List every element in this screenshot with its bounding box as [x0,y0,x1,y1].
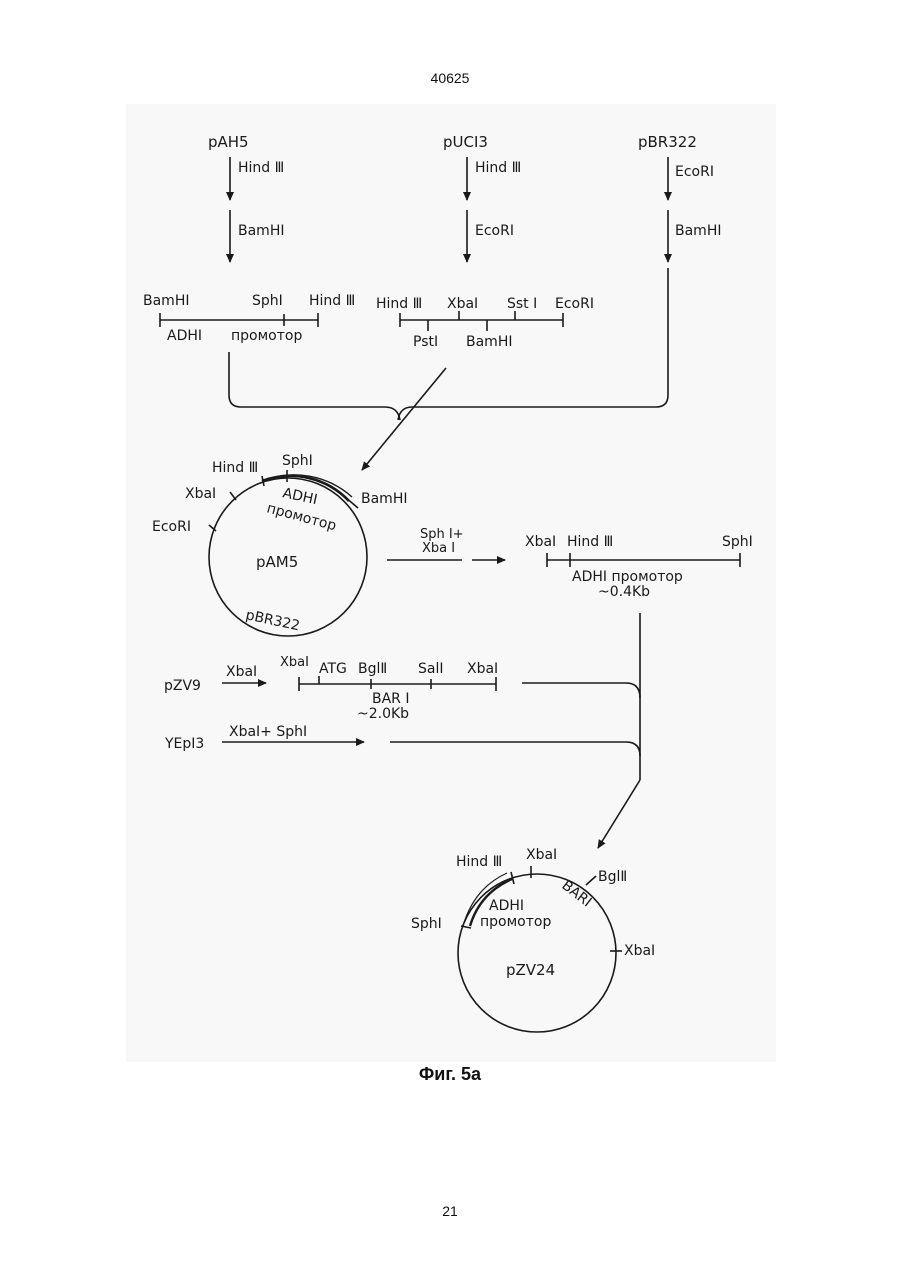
pzv9-site-xbai-1: XbaI [280,655,309,670]
pzv9-site-xbai-2: XbaI [467,661,498,677]
adh-frag-site-sphi: SphI [252,293,283,309]
pzv24-site-xbai: XbaI [526,847,557,863]
puc-frag-site-hindiii: Hind Ⅲ [376,296,422,312]
adh-frag-adh-label: ADHI [167,328,202,344]
pam5-site-ecori: EcoRI [152,519,191,535]
pbr322-enzyme-2: BamHI [675,223,721,239]
adh-frag-promoter-label: промотор [231,328,302,344]
yep13-label: YEpI3 [164,736,204,752]
pam5-site-hindiii: Hind Ⅲ [212,460,258,476]
pam5-tick-bam [345,497,358,508]
pzv9-site-bglii: BglⅡ [358,661,387,677]
pzv24-name: pZV24 [506,961,555,979]
pah5-label: pAH5 [208,133,249,151]
puc-frag-site-xbai: XbaI [447,296,478,312]
pzv24-tick-bgl [586,876,596,885]
adh2-site-xbai: XbaI [525,534,556,550]
adh2-site-sphi: SphI [722,534,753,550]
pzv24-site-hindiii: Hind Ⅲ [456,854,502,870]
pzv24-site-sphi: SphI [411,916,442,932]
puc13-enzyme-1: Hind Ⅲ [475,160,521,176]
puc-frag-site-psti: PstI [413,334,438,350]
puc13-label: pUCI3 [443,133,488,151]
pam5-tick-xba [230,492,236,500]
figure-caption: Фиг. 5а [0,1064,900,1085]
pah5-enzyme-2: BamHI [238,223,284,239]
pzv9-site-sali: SalI [418,661,443,677]
merge-arrow-to-pam5 [362,368,446,470]
puc-frag-site-ssti: Sst I [507,296,537,312]
pam5-backbone: pBR322 [244,607,301,634]
puc-frag-site-bamhi: BamHI [466,334,512,350]
yep13-enzyme: XbaI+ SphI [229,724,307,740]
digest-step-line1: Sph I+ [420,527,464,542]
adh2-label: ADHI промотор [572,569,683,585]
pzv9-label: pZV9 [164,678,201,694]
merge-line-right [398,268,668,420]
pah5-enzyme-1: Hind Ⅲ [238,160,284,176]
pbr322-label: pBR322 [638,133,697,151]
pam5-tick-hind [262,476,264,486]
pbr322-enzyme-1: EcoRI [675,164,714,180]
pzv9-site-atg: ATG [319,661,347,677]
merge2-arrow-to-pzv24 [598,780,640,848]
pzv24-insert-promoter: промотор [480,914,551,930]
pam5-insert-promoter: промотор [265,500,338,534]
adh-frag-site-bamhi: BamHI [143,293,189,309]
pzv24-site-xbai-2: XbaI [624,943,655,959]
puc-frag-site-ecori: EcoRI [555,296,594,312]
pzv24-site-bglii: BglⅡ [598,869,627,885]
pzv9-enzyme: XbaI [226,664,257,680]
puc13-enzyme-2: EcoRI [475,223,514,239]
pam5-name: pAM5 [256,553,298,571]
merge-line-left [229,352,400,420]
adh-frag-site-hindiii: Hind Ⅲ [309,293,355,309]
page-footer-number: 21 [0,1203,900,1219]
pzv9-size: ~2.0Kb [357,706,409,722]
digest-step-line2: Xba I [422,541,455,556]
adh2-site-hindiii: Hind Ⅲ [567,534,613,550]
merge2-pzv9-line [522,683,640,698]
pam5-site-xbai: XbaI [185,486,216,502]
adh2-size: ~0.4Kb [598,584,650,600]
pam5-site-bamhi: BamHI [361,491,407,507]
pzv24-insert-adh: ADHI [489,898,524,914]
merge2-yep13-line [390,742,640,756]
pam5-site-sphi: SphI [282,453,313,469]
pzv9-gene: BAR I [372,691,410,707]
